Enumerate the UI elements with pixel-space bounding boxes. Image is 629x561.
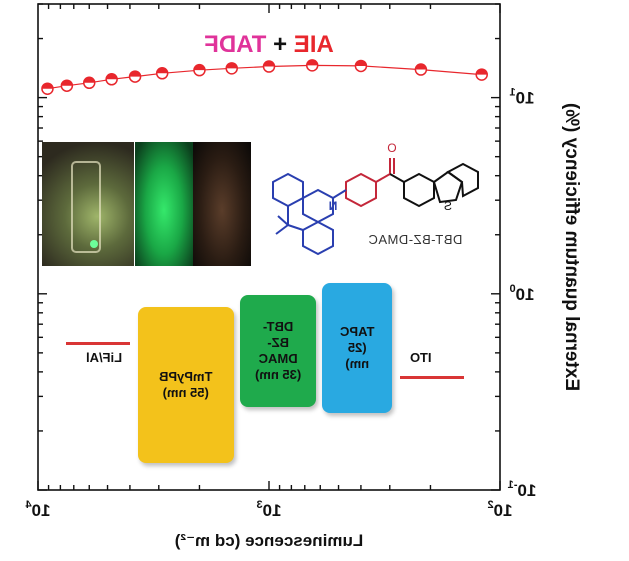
vial-photo-dark (193, 142, 251, 266)
x-tick-label: 102 (487, 499, 512, 520)
data-point (82, 76, 96, 90)
svg-text:102: 102 (487, 499, 512, 520)
tick-labels: 102 103 104 10-1 100 101 (25, 87, 537, 520)
svg-text:10-1: 10-1 (508, 479, 537, 500)
svg-text:100: 100 (509, 283, 534, 304)
data-point (155, 67, 169, 80)
data-point (193, 63, 206, 77)
data-point (262, 60, 276, 73)
molecule-structure: N O S (272, 141, 479, 256)
energy-level-ito (400, 376, 464, 379)
molecule-name: DBT-BZ-DMAC (368, 232, 463, 247)
atom-o: O (387, 141, 396, 155)
y-axis-label: External quantum efficiency (%) (561, 103, 582, 391)
x-tick-label: 103 (256, 499, 281, 520)
svg-text:101: 101 (509, 87, 534, 108)
layer-tmpypb: TmPyPB (55 nm) (138, 307, 234, 463)
atom-s: S (444, 199, 452, 213)
data-point (414, 63, 428, 76)
data-point (225, 62, 238, 75)
data-point (60, 79, 74, 92)
x-tick-label: 104 (25, 499, 51, 520)
vial-photo-green (135, 142, 193, 266)
atom-n: N (329, 199, 338, 213)
data-point (305, 59, 319, 72)
data-point (354, 59, 368, 73)
device-photo (42, 142, 134, 266)
data-point (105, 73, 118, 86)
data-points (41, 59, 488, 95)
electrode-label-lif-al: LiF/Al (86, 350, 123, 365)
energy-level-lif-al (66, 342, 130, 345)
data-point (128, 70, 142, 83)
layer-tapc: TAPC (25 nm) (322, 283, 392, 413)
svg-text:104: 104 (25, 499, 51, 520)
data-point (475, 68, 488, 81)
svg-text:103: 103 (256, 499, 281, 520)
electrode-label-ito: ITO (410, 350, 432, 365)
y-tick-label: 101 (509, 87, 534, 108)
layer-dbt-bz-dmac: DBT- BZ- DMAC (35 nm) (240, 295, 316, 407)
axes (37, 3, 501, 491)
data-point (41, 82, 54, 95)
y-tick-label: 100 (509, 283, 534, 304)
x-axis-label: Luminescence (cd m⁻²) (175, 531, 363, 550)
chart-title: AIE + TADF (204, 31, 334, 58)
y-tick-label: 10-1 (508, 479, 537, 500)
